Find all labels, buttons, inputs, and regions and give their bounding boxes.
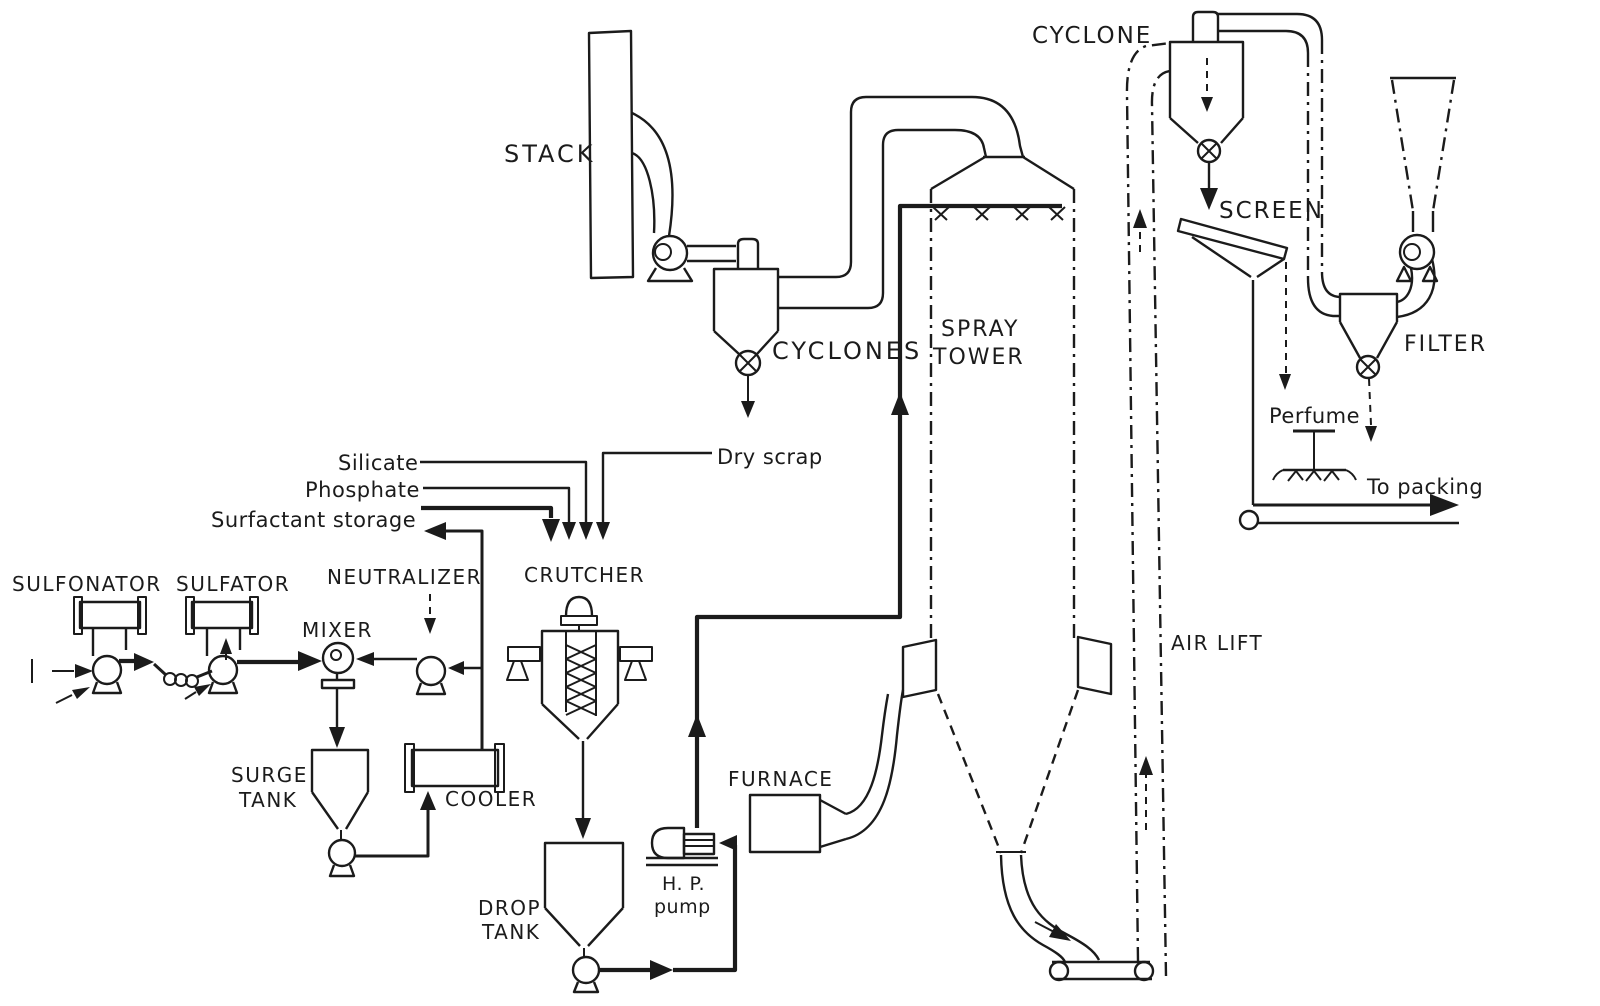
label-surfactant-storage: Surfactant storage bbox=[211, 508, 416, 532]
cyclone-filter-duct bbox=[1218, 12, 1342, 318]
screen bbox=[1176, 217, 1291, 505]
drop-tank bbox=[543, 835, 738, 994]
label-to-packing: To packing bbox=[1366, 475, 1483, 499]
label-crutcher: CRUTCHER bbox=[524, 563, 645, 587]
packing-conveyor bbox=[1238, 494, 1459, 531]
label-cooler: COOLER bbox=[445, 787, 537, 811]
label-surge-tank-2: TANK bbox=[238, 788, 297, 812]
crutcher-feed-lines bbox=[420, 451, 712, 542]
neutralizer-pump bbox=[356, 594, 447, 696]
rotary-valve-icon bbox=[1355, 354, 1381, 380]
label-drop-tank-1: DROP bbox=[478, 896, 541, 920]
transfer-coil bbox=[119, 653, 213, 700]
label-filter: FILTER bbox=[1404, 332, 1487, 357]
cooler bbox=[404, 743, 505, 793]
label-screen: SCREEN bbox=[1219, 198, 1324, 224]
label-furnace: FURNACE bbox=[728, 767, 833, 791]
label-mixer: MIXER bbox=[302, 618, 373, 642]
label-hp-pump-1: H. P. bbox=[662, 873, 705, 895]
labels: STACK CYCLONES SPRAY TOWER CYCLONE SCREE… bbox=[12, 23, 1487, 944]
label-perfume: Perfume bbox=[1269, 404, 1360, 428]
cyclones-collector bbox=[712, 237, 780, 418]
stack-fan bbox=[646, 234, 736, 283]
sulfator bbox=[185, 596, 322, 695]
rotary-valve-icon bbox=[1196, 138, 1222, 164]
furnace bbox=[748, 689, 905, 854]
label-air-lift: AIR LIFT bbox=[1171, 631, 1263, 655]
label-silicate: Silicate bbox=[338, 451, 418, 475]
stack bbox=[587, 29, 674, 280]
spray-tower bbox=[901, 155, 1113, 963]
storage-return-line bbox=[424, 522, 484, 750]
label-spray-tower-2: TOWER bbox=[932, 345, 1025, 370]
label-phosphate: Phosphate bbox=[305, 478, 420, 502]
label-neutralizer: NEUTRALIZER bbox=[327, 565, 482, 589]
tower-bottom-conveyor bbox=[1048, 960, 1155, 982]
spray-nozzles-icon bbox=[932, 206, 1066, 221]
label-cyclone: CYCLONE bbox=[1032, 23, 1152, 49]
label-sulfonator: SULFONATOR bbox=[12, 572, 162, 596]
air-lift-duct bbox=[1125, 41, 1171, 977]
perfume-sprayer bbox=[1272, 429, 1357, 482]
crutcher bbox=[506, 595, 653, 839]
label-dry-scrap: Dry scrap bbox=[717, 445, 823, 469]
label-surge-tank-1: SURGE bbox=[231, 763, 308, 787]
mixer bbox=[320, 641, 356, 748]
hp-pump bbox=[646, 826, 718, 867]
rotary-valve-icon bbox=[734, 349, 762, 377]
filter-fan bbox=[1395, 233, 1439, 319]
label-sulfator: SULFATOR bbox=[176, 572, 290, 596]
label-stack: STACK bbox=[504, 140, 596, 168]
label-cyclones: CYCLONES bbox=[772, 337, 922, 365]
tower-exhaust-duct bbox=[778, 95, 1025, 310]
slurry-spray-line bbox=[688, 203, 1066, 828]
intake-funnel bbox=[1390, 76, 1456, 232]
filter bbox=[1338, 292, 1399, 442]
label-hp-pump-2: pump bbox=[654, 896, 711, 918]
label-spray-tower-1: SPRAY bbox=[941, 317, 1019, 342]
surge-tank bbox=[310, 748, 436, 878]
sulfonator bbox=[31, 596, 147, 704]
label-drop-tank-2: TANK bbox=[481, 920, 540, 944]
cyclone bbox=[1168, 10, 1245, 210]
